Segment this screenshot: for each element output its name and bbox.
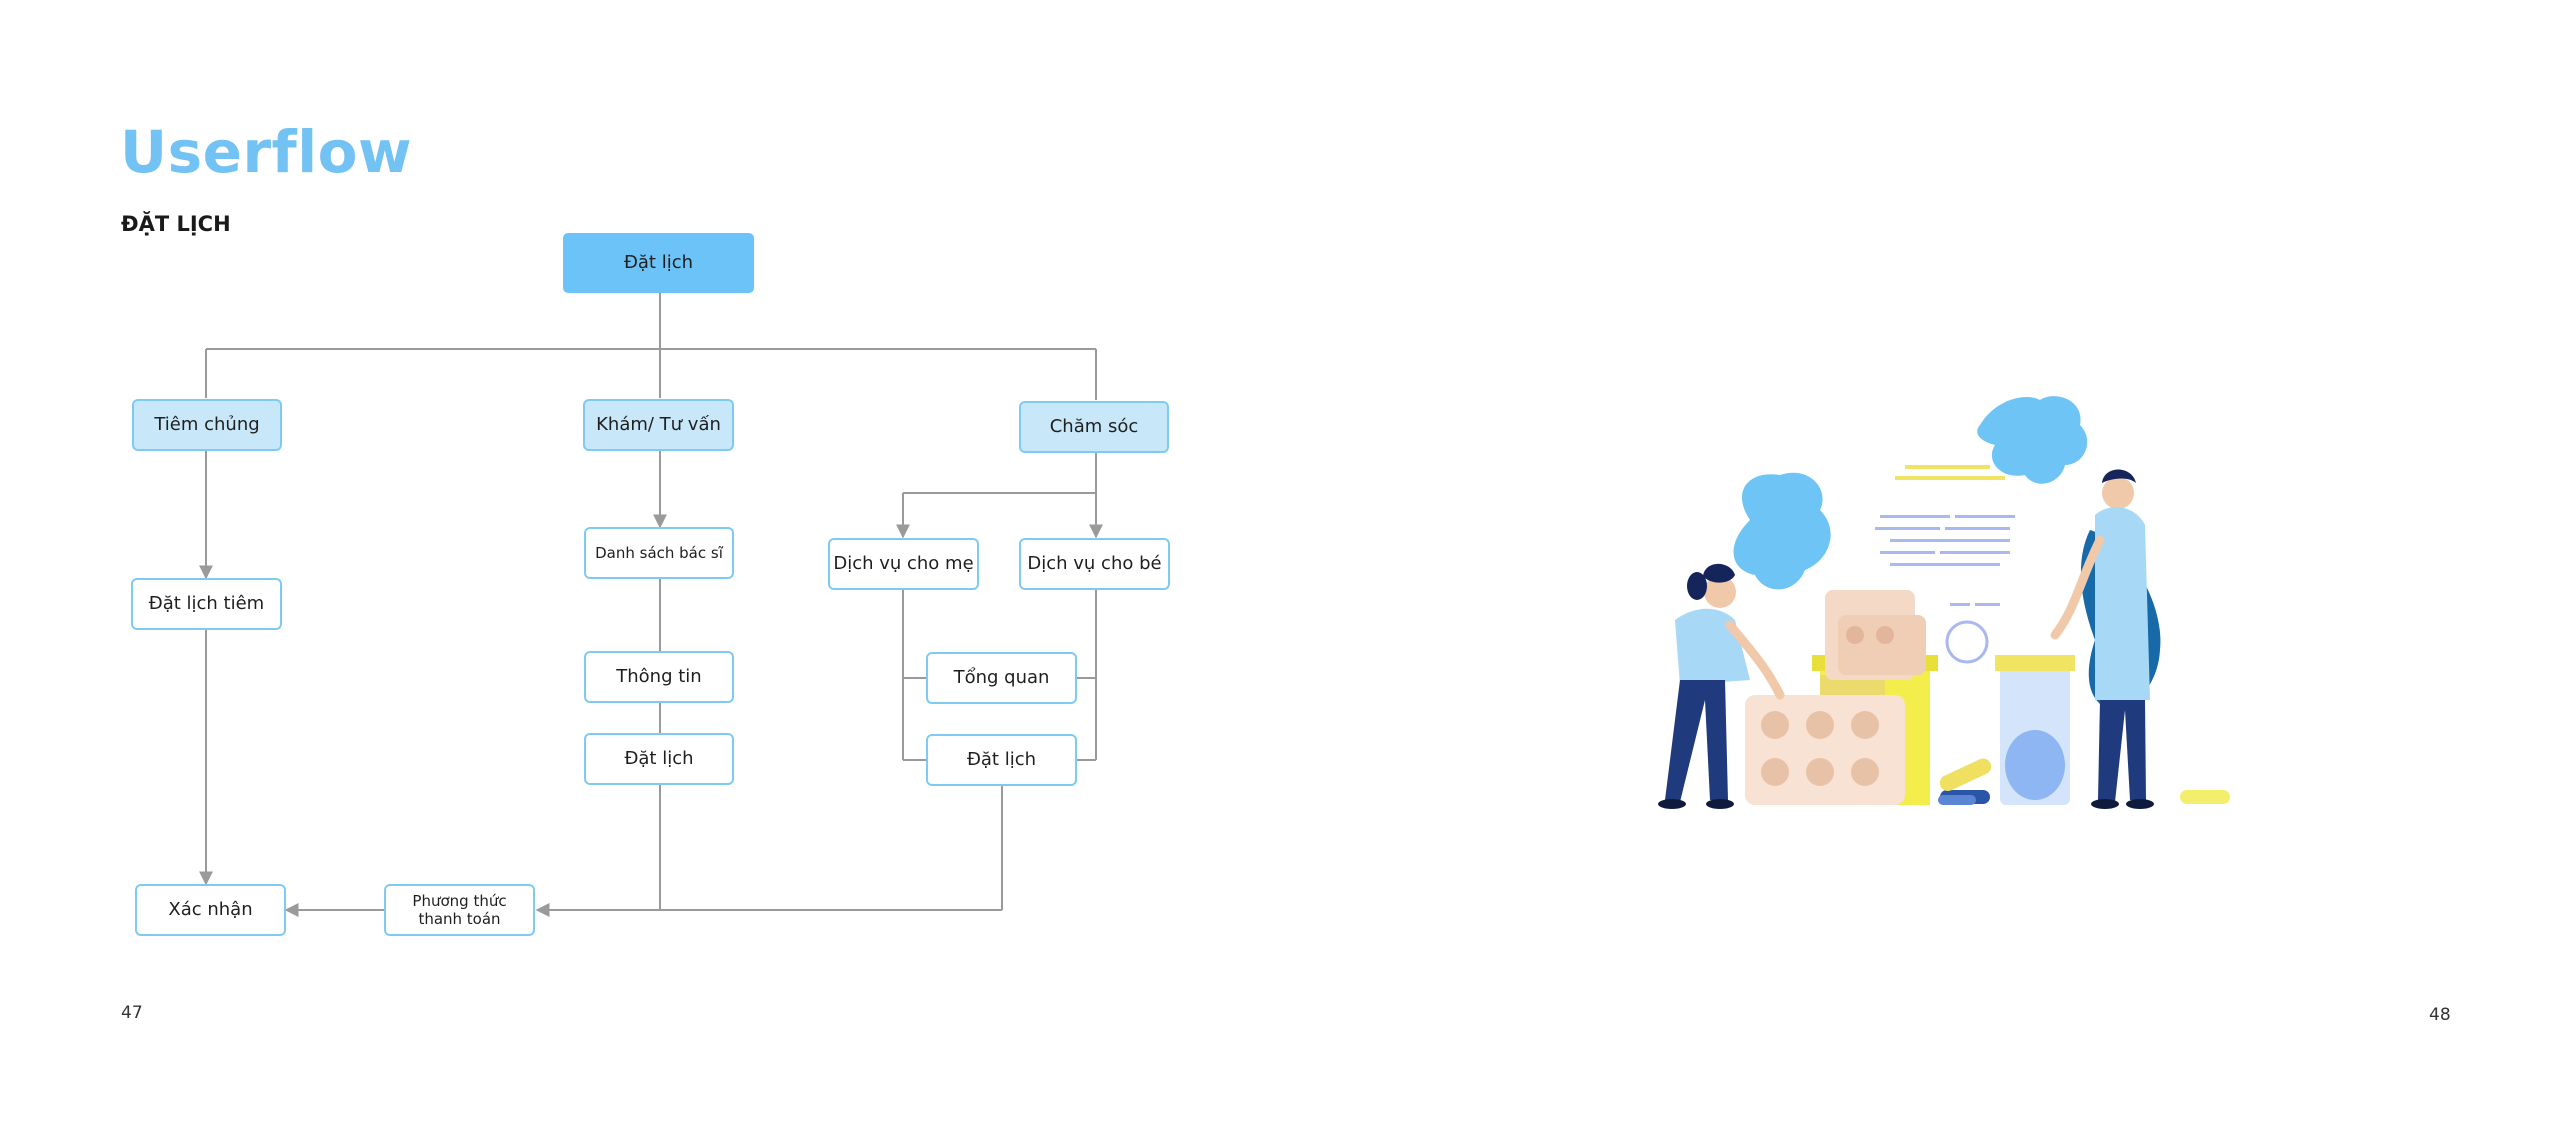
man-doctor-icon <box>2050 469 2154 809</box>
node-kham-tu-van[interactable]: Khám/ Tư vấn <box>583 399 734 451</box>
node-dich-vu-cho-me[interactable]: Dịch vụ cho mẹ <box>828 538 979 590</box>
node-dat-lich-tiem[interactable]: Đặt lịch tiêm <box>131 578 282 630</box>
page-title: Userflow <box>120 118 413 186</box>
page-number-right: 48 <box>2429 1005 2451 1025</box>
node-tong-quan[interactable]: Tổng quan <box>926 652 1077 704</box>
document-lines-icon <box>1875 465 2015 664</box>
capsule-icon <box>1938 758 2230 805</box>
node-dat-lich-root[interactable]: Đặt lịch <box>563 233 754 293</box>
node-thong-tin[interactable]: Thông tin <box>584 651 734 703</box>
section-subtitle: ĐẶT LỊCH <box>121 212 231 236</box>
node-danh-sach-bac-si[interactable]: Danh sách bác sĩ <box>584 527 734 579</box>
pharmacy-illustration <box>1658 396 2230 809</box>
payment-line-1: Phương thức <box>412 892 507 910</box>
node-dat-lich-cham-soc[interactable]: Đặt lịch <box>926 734 1077 786</box>
page-number-left: 47 <box>121 1003 143 1023</box>
node-xac-nhan[interactable]: Xác nhận <box>135 884 286 936</box>
node-dat-lich-kham[interactable]: Đặt lịch <box>584 733 734 785</box>
leaf-left-icon <box>1733 472 1831 590</box>
node-cham-soc[interactable]: Chăm sóc <box>1019 401 1169 453</box>
flow-connectors <box>199 292 1103 917</box>
leaf-top-icon <box>1977 396 2088 484</box>
blister-pack-icon <box>1745 590 1926 805</box>
node-tiem-chung[interactable]: Tiêm chủng <box>132 399 282 451</box>
payment-line-2: thanh toán <box>418 910 501 928</box>
woman-doctor-icon <box>1658 563 1785 809</box>
node-dich-vu-cho-be[interactable]: Dịch vụ cho bé <box>1019 538 1170 590</box>
pill-jar-icon <box>1995 655 2075 805</box>
node-phuong-thuc-thanh-toan[interactable]: Phương thức thanh toán <box>384 884 535 936</box>
